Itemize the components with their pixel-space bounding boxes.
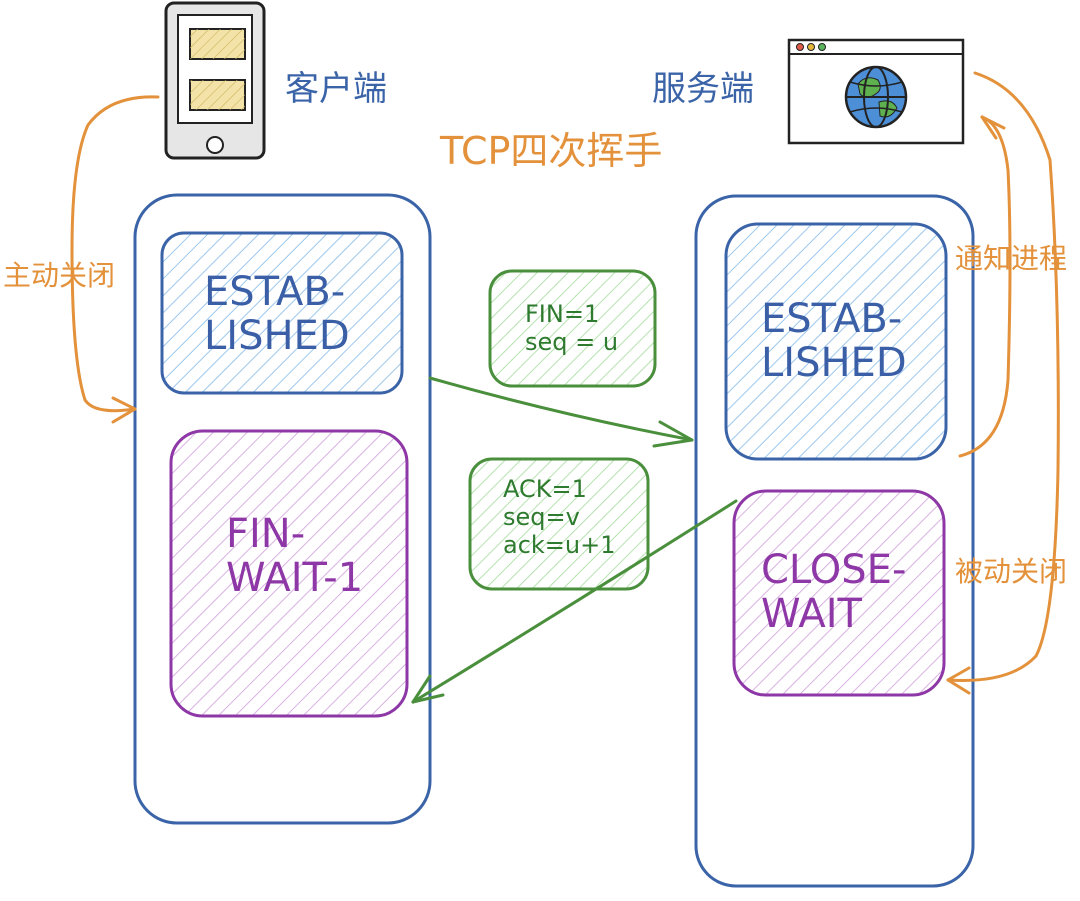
notify-process-arrow	[958, 115, 1012, 458]
phone-icon	[164, 1, 266, 160]
ack-message: ACK=1 seq=v ack=u+1	[503, 475, 616, 559]
server-label: 服务端	[652, 69, 754, 109]
fin-arrow	[428, 376, 694, 448]
message-line: ack=u+1	[503, 531, 616, 559]
client-fin-wait-state: FIN- WAIT-1	[226, 512, 363, 600]
client-label: 客户端	[285, 69, 387, 109]
passive-close-arrow	[946, 71, 1060, 695]
state-line: CLOSE-	[761, 547, 907, 593]
message-line: seq=v	[503, 503, 580, 531]
message-line: FIN=1	[525, 300, 600, 328]
passive-close-label: 被动关闭	[955, 555, 1068, 588]
state-line: LISHED	[204, 313, 350, 359]
client-established-box	[160, 231, 404, 395]
server-established-state: ESTAB- LISHED	[761, 297, 907, 385]
server-close-wait-box	[732, 489, 946, 697]
fin-message-box	[488, 269, 657, 388]
message-line: seq = u	[525, 328, 619, 356]
server-established-box	[724, 222, 948, 461]
fin-message: FIN=1 seq = u	[525, 300, 618, 356]
state-line: ESTAB-	[761, 296, 903, 342]
server-state-column	[694, 194, 975, 888]
ack-arrow	[411, 499, 738, 704]
ack-message-box	[468, 457, 650, 591]
state-line: LISHED	[761, 340, 907, 386]
state-line: ESTAB-	[204, 269, 346, 315]
state-line: WAIT-1	[226, 555, 364, 601]
client-state-column	[133, 193, 432, 825]
active-close-label: 主动关闭	[3, 259, 116, 292]
client-established-state: ESTAB- LISHED	[204, 270, 350, 358]
notify-process-label: 通知进程	[955, 242, 1068, 275]
state-line: WAIT	[761, 591, 862, 637]
diagram-title: TCP四次挥手	[440, 129, 663, 173]
message-line: ACK=1	[503, 475, 587, 503]
active-close-arrow	[70, 95, 160, 424]
state-line: FIN-	[226, 511, 306, 557]
server-close-wait-state: CLOSE- WAIT	[761, 548, 906, 636]
client-fin-wait-box	[169, 429, 409, 718]
browser-globe-icon	[787, 38, 965, 145]
